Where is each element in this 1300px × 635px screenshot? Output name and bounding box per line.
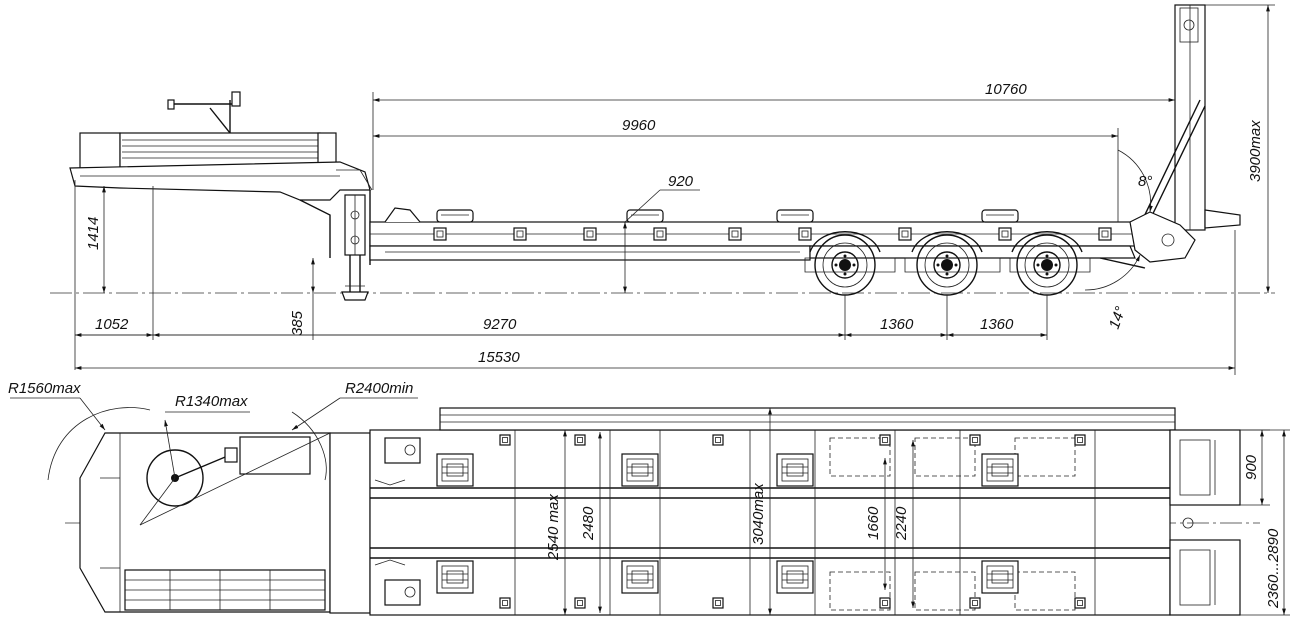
dim-8deg: 8° — [1138, 173, 1152, 190]
dim-900: 900 — [1243, 454, 1260, 480]
dim-920: 920 — [668, 173, 694, 190]
dim-2360-2890: 2360...2890 — [1265, 528, 1282, 609]
dim-1052: 1052 — [95, 316, 129, 333]
deck-plan — [369, 407, 1176, 616]
dim-2540max: 2540 max — [545, 494, 562, 561]
top-view: R1560max R1340max R2400min 2540 max 2480… — [8, 380, 1290, 616]
dim-R1560max: R1560max — [8, 380, 81, 397]
dim-1414: 1414 — [85, 217, 102, 250]
dim-R1340max: R1340max — [175, 393, 248, 410]
dim-1660: 1660 — [865, 506, 882, 540]
dim-2480: 2480 — [580, 506, 597, 541]
dim-3900max: 3900max — [1247, 120, 1264, 182]
rear-ramp — [1099, 4, 1241, 269]
main-deck — [369, 207, 1151, 261]
dim-R2400min: R2400min — [345, 380, 413, 397]
dim-9960: 9960 — [622, 117, 656, 134]
axle-group — [804, 231, 1091, 296]
dim-9270: 9270 — [483, 316, 517, 333]
gooseneck-plan — [79, 432, 371, 614]
dim-1360-b: 1360 — [980, 316, 1014, 333]
dim-2240: 2240 — [893, 506, 910, 541]
dim-15530: 15530 — [478, 349, 520, 366]
dim-10760: 10760 — [985, 81, 1027, 98]
rear-ramps-plan — [1169, 429, 1241, 616]
dim-385: 385 — [289, 310, 306, 336]
dim-14deg: 14° — [1106, 304, 1130, 331]
gooseneck — [69, 91, 373, 301]
dim-3040max: 3040max — [750, 483, 767, 545]
side-view: 10760 9960 920 8° 3900max 1414 385 14° — [50, 4, 1275, 375]
dim-1360-a: 1360 — [880, 316, 914, 333]
